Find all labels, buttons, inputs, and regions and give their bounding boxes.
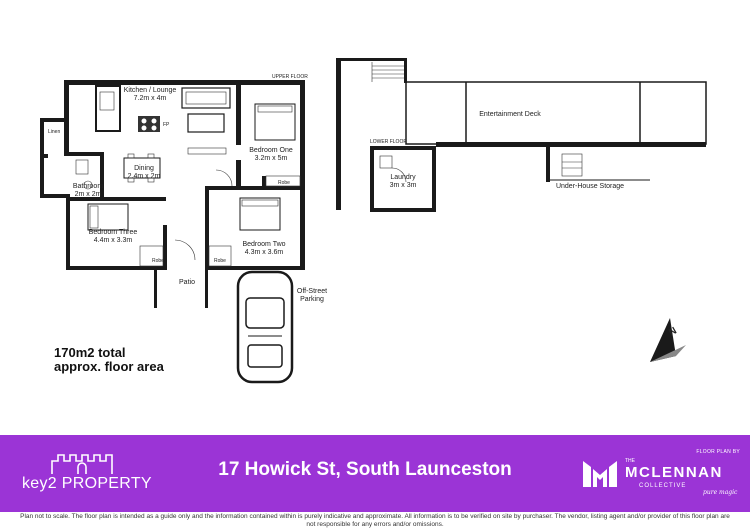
mclennan-the: THE [625,458,635,464]
mclennan-collective-logo: THE MCLENNAN COLLECTIVE pure magic [583,455,743,503]
bathroom-size: 2m x 2m [75,191,102,198]
bedroom-one-size: 3.2m x 5m [255,155,288,162]
bedroom-one-label: Bedroom One [249,147,293,154]
lower-floor-label: LOWER FLOOR [370,139,407,145]
mclennan-collective: COLLECTIVE [639,483,687,489]
kitchen-lounge-size: 7.2m x 4m [134,95,167,102]
north-compass-icon [650,318,686,362]
fireplace-label: FP [163,122,170,128]
floor-plan: Kitchen / Lounge 7.2m x 4m Bedroom One 3… [40,58,707,384]
kitchen-lounge-label: Kitchen / Lounge [124,87,177,94]
floor-plan-by-label: FLOOR PLAN BY [696,449,740,455]
off-street-parking-label-1: Off-Street [297,288,327,295]
patio-label: Patio [179,279,195,286]
robe-label-bedroom-one: Robe [278,180,290,186]
upper-floor-walls [40,80,305,308]
bedroom-two-size: 4.3m x 3.6m [245,249,284,256]
upper-floor-label: UPPER FLOOR [272,74,308,80]
laundry-size: 3m x 3m [390,182,417,189]
mclennan-m-icon [583,461,617,487]
bedroom-three-size: 4.4m x 3.3m [94,237,133,244]
linen-label: Linen [48,129,60,135]
furniture [75,87,296,261]
bedroom-two-label: Bedroom Two [242,241,285,248]
robe-label-bedroom-two: Robe [214,258,226,264]
mclennan-tagline: pure magic [703,489,738,496]
key2-property-logo: key2 PROPERTY [22,453,152,505]
mclennan-name: MCLENNAN [625,464,723,481]
key2-property-wordmark: key2 PROPERTY [22,475,152,492]
footer-band: key2 PROPERTY 17 Howick St, South Launce… [0,435,750,512]
castle-icon [51,454,113,474]
property-address: 17 Howick St, South Launceston [218,459,512,480]
dining-label: Dining [134,165,154,172]
total-area-line-1: 170m2 total [54,345,126,360]
car-icon [236,270,294,384]
under-house-storage-label: Under-House Storage [556,183,624,190]
robe-label-bedroom-three: Robe [152,258,164,264]
dining-size: 2.4m x 2m [128,173,161,180]
room-labels: Kitchen / Lounge 7.2m x 4m Bedroom One 3… [48,74,679,339]
total-area-note: 170m2 total approx. floor area [54,346,214,374]
north-label: N [667,325,679,338]
off-street-parking-label-2: Parking [300,296,324,303]
total-area-line-2: approx. floor area [54,359,164,374]
lower-floor-walls [336,58,707,212]
bathroom-label: Bathroom [73,183,104,190]
disclaimer-text: Plan not to scale. The floor plan is int… [20,513,730,528]
bedroom-three-label: Bedroom Three [89,229,138,236]
entertainment-deck-label: Entertainment Deck [479,111,541,118]
laundry-label: Laundry [390,174,416,181]
